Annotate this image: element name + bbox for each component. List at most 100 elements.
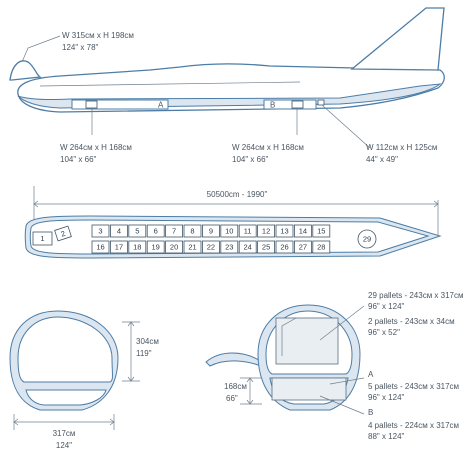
capacity-labels: 29 pallets - 243см x 317см 96" x 124" 2 …: [368, 291, 464, 441]
nose-door-metric: W 315см x H 198см: [62, 31, 134, 40]
pallet-position: 11: [238, 224, 257, 238]
pallet-cell: [201, 224, 220, 238]
pallet-number: 5: [135, 227, 139, 236]
pallet-cell: [357, 229, 377, 249]
pallet-number: 20: [170, 243, 178, 252]
pallet-position: 20: [165, 240, 184, 254]
pallet-position: 16: [91, 240, 110, 254]
pallet-cell: [128, 240, 147, 254]
nose-upper: [9, 60, 42, 81]
main-width-metric: 317см: [53, 429, 76, 438]
pallet-cell: [312, 240, 331, 254]
pallet-cell: [201, 240, 220, 254]
pallet-cell: [146, 224, 165, 238]
pallet-position: 29: [357, 229, 377, 249]
pallet-cell: [238, 240, 257, 254]
pallet-cell: [183, 240, 202, 254]
pallet-cell: [91, 240, 110, 254]
lower-height-metric: 168см: [224, 382, 247, 391]
lower-b-label: B: [368, 408, 373, 417]
pallet-cell: [257, 224, 276, 238]
pallet-cell: [110, 240, 128, 254]
pallet-position: 7: [165, 224, 184, 238]
pallet-position: 3: [91, 224, 110, 238]
main-height-metric: 304см: [136, 337, 159, 346]
pallet-cell: [238, 224, 257, 238]
pallet-cell: [128, 224, 147, 238]
main-section-interior: [17, 316, 113, 383]
pallet-number: 23: [225, 243, 233, 252]
pallet-number: 28: [317, 243, 325, 252]
hold-a: [71, 99, 169, 110]
pallet-cell: [183, 224, 202, 238]
main-deck-2-imperial: 96" x 52": [368, 328, 400, 337]
hold-b-label: B: [270, 101, 275, 110]
pallet-cell: [91, 224, 110, 238]
pallet-position: 4: [110, 224, 128, 238]
aft-door-imperial: 104" x 66": [232, 155, 269, 164]
main-cross-section: 304см 119" 317см 124": [9, 310, 159, 450]
pallet-cell: [54, 225, 72, 242]
pallet-position: 24: [238, 240, 257, 254]
pallet-position: 10: [220, 224, 239, 238]
main-deck-pallet: [275, 317, 339, 365]
pallet-number: 27: [299, 243, 307, 252]
main-deck-1-metric: 29 pallets - 243см x 317см: [368, 291, 464, 300]
pallet-number: 22: [207, 243, 215, 252]
pallet-position: 12: [257, 224, 276, 238]
length-label: 50500cm - 1990": [207, 190, 268, 199]
lower-cross-section: 168см 66": [205, 304, 365, 415]
lower-hold-pallet: [271, 377, 347, 401]
pallet-number: 9: [209, 227, 213, 236]
pallet-position: 26: [275, 240, 294, 254]
main-deck-2-metric: 2 pallets - 243см x 34см: [368, 317, 455, 326]
pallet-position: 8: [183, 224, 202, 238]
lower-height-imperial: 66": [226, 394, 238, 403]
pallet-number: 21: [188, 243, 196, 252]
pallet-number: 11: [244, 227, 252, 236]
pallet-cell: [275, 224, 294, 238]
pallet-position: 1: [32, 231, 53, 246]
pallet-cell: [312, 224, 331, 238]
pallet-position: 17: [110, 240, 128, 254]
pallet-cell: [146, 240, 165, 254]
fwd-door: [85, 100, 98, 109]
pallet-cell: [275, 240, 294, 254]
pallet-position: 22: [201, 240, 220, 254]
main-width-imperial: 124": [56, 441, 72, 450]
bulk-door-metric: W 112см x H 125см: [366, 143, 437, 152]
pallet-cell: [220, 224, 239, 238]
pallet-number: 19: [152, 243, 160, 252]
pallet-number: 25: [262, 243, 270, 252]
main-section-lower: [25, 389, 107, 406]
pallet-position: 23: [220, 240, 239, 254]
pallet-position: 6: [146, 224, 165, 238]
pallet-number: 3: [98, 227, 102, 236]
pallet-position: 25: [257, 240, 276, 254]
lower-b-imperial: 88" x 124": [368, 432, 405, 441]
aft-door: [291, 100, 304, 109]
pallet-cell: [293, 240, 312, 254]
pallet-number: 10: [225, 227, 233, 236]
pallet-number: 13: [280, 227, 288, 236]
lower-a-imperial: 96" x 124": [368, 393, 405, 402]
lower-a-metric: 5 pallets - 243см x 317см: [368, 382, 459, 391]
pallet-number: 24: [244, 243, 252, 252]
pallet-number: 6: [154, 227, 158, 236]
hold-a-label: A: [158, 101, 164, 110]
pallet-position: 9: [201, 224, 220, 238]
pallet-cell: [165, 240, 184, 254]
pallet-position: 19: [146, 240, 165, 254]
pallet-number: 12: [262, 227, 270, 236]
pallet-number: 29: [363, 235, 371, 244]
main-deck-1-imperial: 96" x 124": [368, 302, 405, 311]
pallet-number: 26: [280, 243, 288, 252]
pallet-number: 1: [40, 234, 44, 243]
lower-a-label: A: [368, 370, 374, 379]
pallet-number: 17: [115, 243, 123, 252]
pallet-position: 27: [293, 240, 312, 254]
pallet-number: 18: [133, 243, 141, 252]
